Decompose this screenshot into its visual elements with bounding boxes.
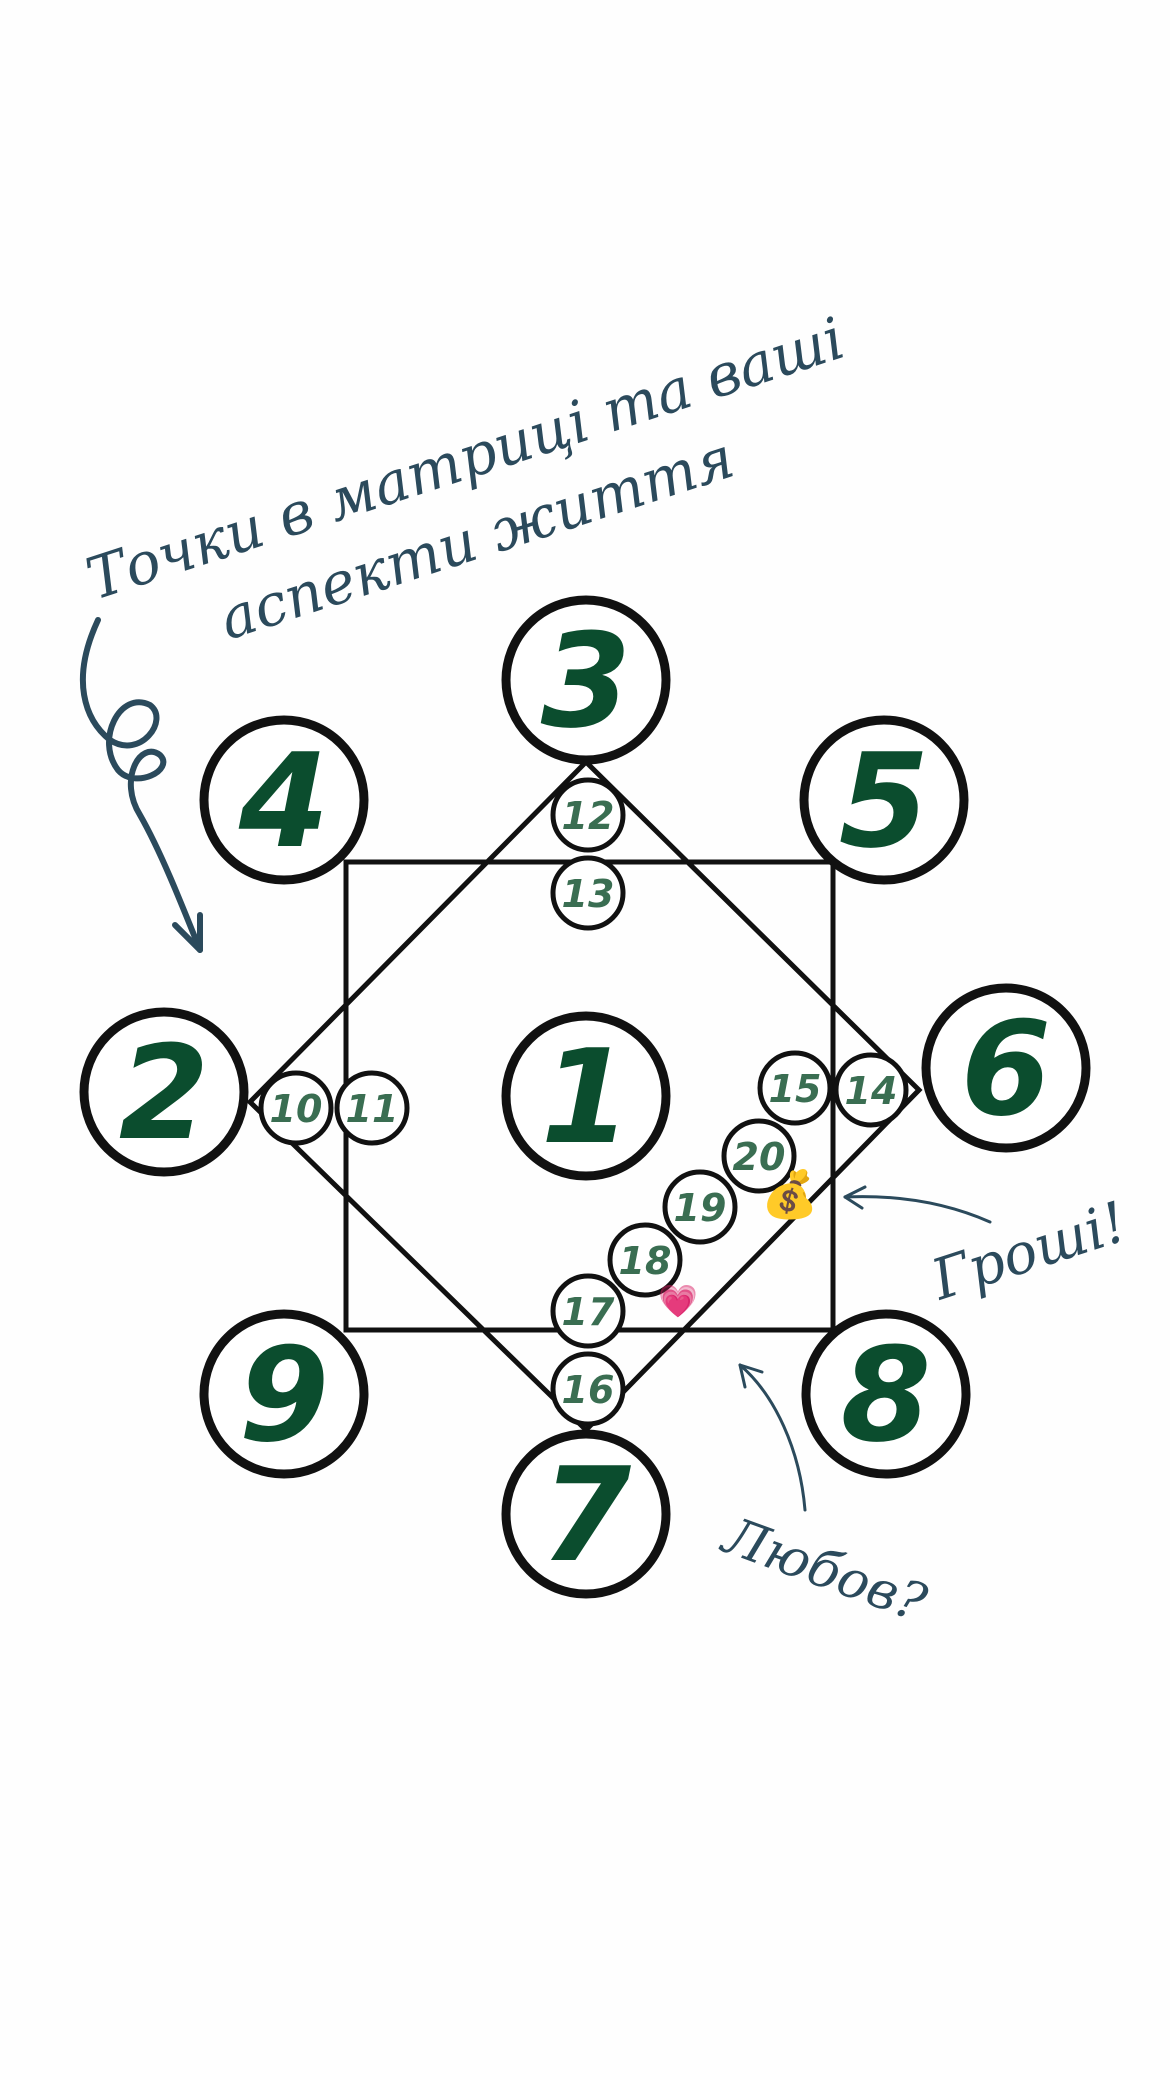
svg-text:2: 2: [119, 1017, 209, 1169]
point-9: 9: [199, 1309, 369, 1479]
point-14: 14: [833, 1052, 909, 1128]
point-7: 7: [501, 1429, 671, 1599]
point-2: 2: [79, 1007, 249, 1177]
love-arrow-icon: [738, 1363, 807, 1512]
svg-text:5: 5: [839, 725, 929, 877]
svg-text:7: 7: [541, 1439, 632, 1591]
point-4: 4: [199, 715, 369, 885]
point-15: 15: [757, 1050, 833, 1126]
svg-text:12: 12: [562, 794, 615, 838]
svg-text:6: 6: [961, 993, 1051, 1145]
svg-text:14: 14: [845, 1069, 898, 1113]
point-18: 18: [607, 1222, 683, 1298]
point-3: 3: [501, 595, 671, 765]
heading: Точки в матриці та ваші аспекти життя: [78, 304, 852, 653]
point-19: 19: [662, 1169, 738, 1245]
heart-icon: 💗: [658, 1282, 698, 1320]
point-8: 8: [801, 1309, 971, 1479]
svg-text:16: 16: [562, 1368, 615, 1412]
svg-text:8: 8: [841, 1319, 931, 1471]
svg-text:1: 1: [541, 1021, 631, 1173]
point-20: 20: [721, 1118, 797, 1194]
svg-text:18: 18: [619, 1239, 672, 1283]
point-12: 12: [550, 777, 626, 853]
svg-text:19: 19: [674, 1186, 727, 1230]
svg-text:17: 17: [562, 1290, 615, 1334]
svg-text:10: 10: [270, 1087, 323, 1131]
point-10: 10: [258, 1070, 334, 1146]
svg-text:9: 9: [239, 1319, 329, 1471]
money-arrow-icon: [843, 1185, 992, 1224]
money-bag-icon: 💰: [761, 1167, 818, 1222]
point-1: 1: [501, 1011, 671, 1181]
svg-text:15: 15: [769, 1067, 822, 1111]
point-17: 17: [550, 1273, 626, 1349]
love-label: Любов?: [713, 1505, 935, 1635]
svg-text:3: 3: [541, 605, 631, 757]
point-11: 11: [334, 1070, 410, 1146]
point-6: 6: [921, 983, 1091, 1153]
point-16: 16: [550, 1351, 626, 1427]
svg-text:13: 13: [562, 872, 615, 916]
svg-text:20: 20: [733, 1135, 786, 1179]
svg-text:11: 11: [346, 1087, 399, 1131]
curly-arrow-icon: [80, 617, 203, 953]
point-13: 13: [550, 855, 626, 931]
svg-text:4: 4: [238, 725, 329, 877]
point-5: 5: [799, 715, 969, 885]
